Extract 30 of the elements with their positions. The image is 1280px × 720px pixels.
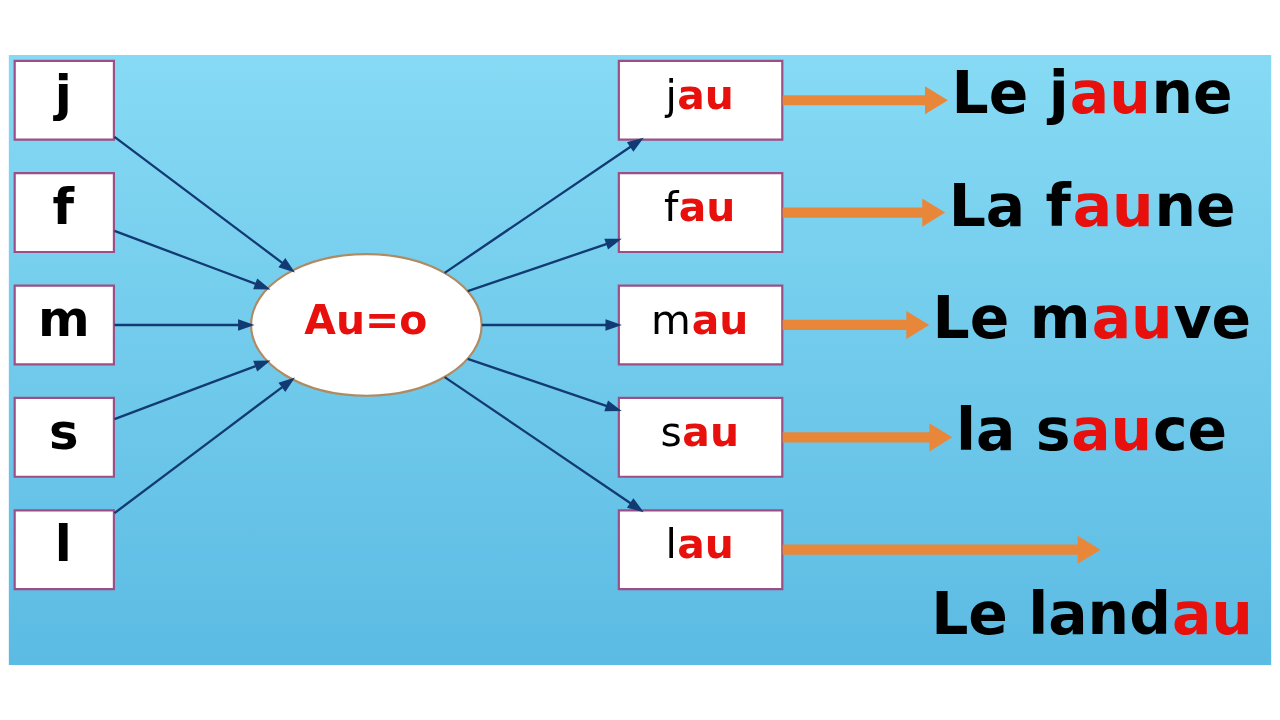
arrow — [782, 535, 1101, 564]
node-box: f — [13, 172, 115, 254]
node-text: Le mauve — [932, 284, 1252, 353]
arrow — [444, 137, 644, 274]
arrow — [114, 360, 271, 421]
node-box: lau — [617, 509, 784, 591]
arrow — [467, 357, 622, 412]
arrow — [467, 238, 622, 293]
arrow — [782, 198, 946, 227]
node-box: s — [13, 396, 115, 478]
node-box: fau — [617, 172, 784, 254]
arrow — [114, 319, 255, 331]
node-box: l — [13, 509, 115, 591]
arrow — [481, 319, 622, 331]
arrow — [782, 86, 948, 115]
arrow — [444, 376, 644, 513]
node-box: sau — [617, 396, 784, 478]
node-text: la sauce — [955, 396, 1228, 465]
arrow — [782, 423, 953, 452]
arrow — [113, 135, 295, 273]
node-text: La faune — [948, 171, 1236, 240]
node-text: Le jaune — [951, 59, 1233, 128]
node-box: m — [13, 284, 115, 366]
node-box: j — [13, 59, 115, 141]
label: Le landau — [931, 580, 1253, 649]
arrow — [782, 310, 930, 339]
node-box: mau — [617, 284, 784, 366]
arrow — [114, 229, 271, 290]
arrow — [113, 377, 295, 515]
node-box: jau — [617, 59, 784, 141]
